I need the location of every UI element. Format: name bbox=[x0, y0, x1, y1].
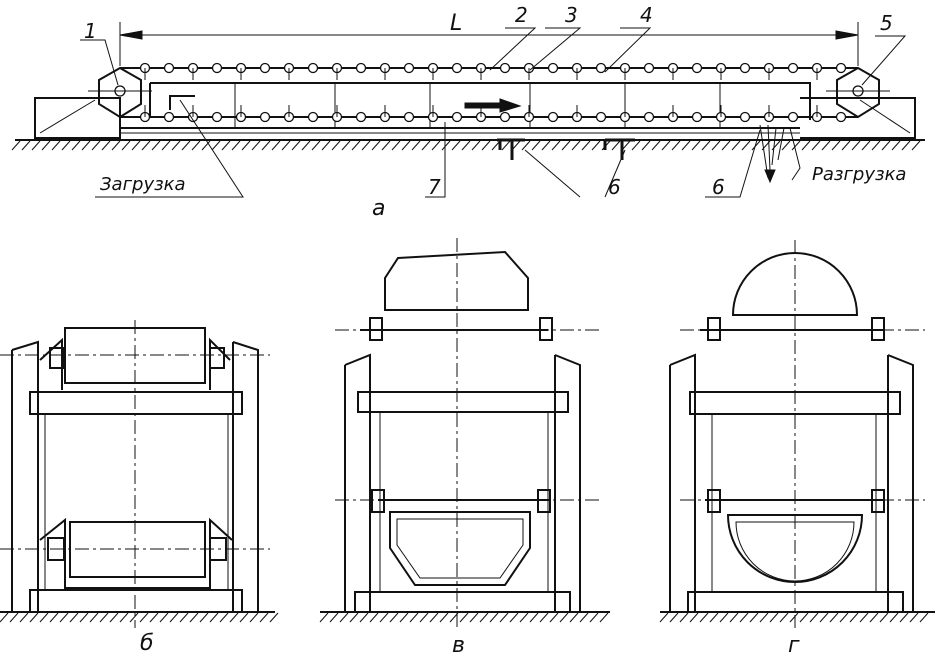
loading-chute bbox=[169, 95, 195, 110]
label-1: 1 bbox=[84, 19, 97, 43]
upper-crossbeam bbox=[29, 391, 243, 415]
caption-v: в bbox=[452, 633, 465, 657]
trapezoid-bucket bbox=[389, 511, 531, 586]
loading-label: Загрузка bbox=[100, 174, 186, 195]
left-end-frame bbox=[34, 97, 121, 139]
label-6-support: 6 bbox=[608, 175, 621, 199]
ground-hatch-v bbox=[319, 612, 609, 623]
ground-hatch-b bbox=[0, 612, 279, 623]
crossbeam-v bbox=[357, 391, 569, 413]
base-beam-v bbox=[354, 591, 571, 613]
view-v-cross-section: в bbox=[319, 238, 610, 657]
right-end-frame bbox=[800, 97, 916, 139]
lower-base-beam bbox=[29, 589, 243, 613]
label-5: 5 bbox=[880, 11, 893, 35]
label-7: 7 bbox=[428, 175, 441, 199]
leader-lines bbox=[80, 27, 907, 198]
upper-load-semicircle bbox=[731, 252, 859, 316]
label-4: 4 bbox=[640, 3, 653, 27]
motion-arrow bbox=[464, 98, 522, 113]
caption-a: а bbox=[372, 196, 385, 221]
view-a-longitudinal: L 1 2 3 4 5 6 6 7 Загрузка Разгрузка а bbox=[11, 3, 925, 221]
unloading-label: Разгрузка bbox=[812, 164, 906, 185]
upper-chain-rollers bbox=[139, 62, 847, 80]
unloading-stream bbox=[759, 124, 785, 184]
drive-sprocket-left bbox=[88, 66, 152, 119]
caption-b: б bbox=[140, 631, 154, 656]
tail-sprocket-right bbox=[826, 66, 890, 119]
view-b-cross-section: б bbox=[0, 320, 279, 656]
caption-g: г bbox=[788, 633, 800, 657]
round-bucket bbox=[726, 514, 864, 583]
view-g-cross-section: г bbox=[659, 240, 935, 657]
length-label: L bbox=[450, 11, 462, 36]
lower-chain-rollers bbox=[139, 105, 847, 123]
label-2: 2 bbox=[515, 3, 528, 27]
label-6-outlet: 6 bbox=[712, 175, 725, 199]
upper-load-trapezoid bbox=[384, 250, 529, 311]
dimension-length: L bbox=[119, 11, 859, 66]
label-3: 3 bbox=[565, 3, 578, 27]
ground-hatch-g bbox=[659, 612, 929, 623]
support-posts bbox=[497, 138, 635, 160]
casing-top bbox=[150, 82, 811, 120]
ground-hatch-a bbox=[11, 140, 921, 151]
